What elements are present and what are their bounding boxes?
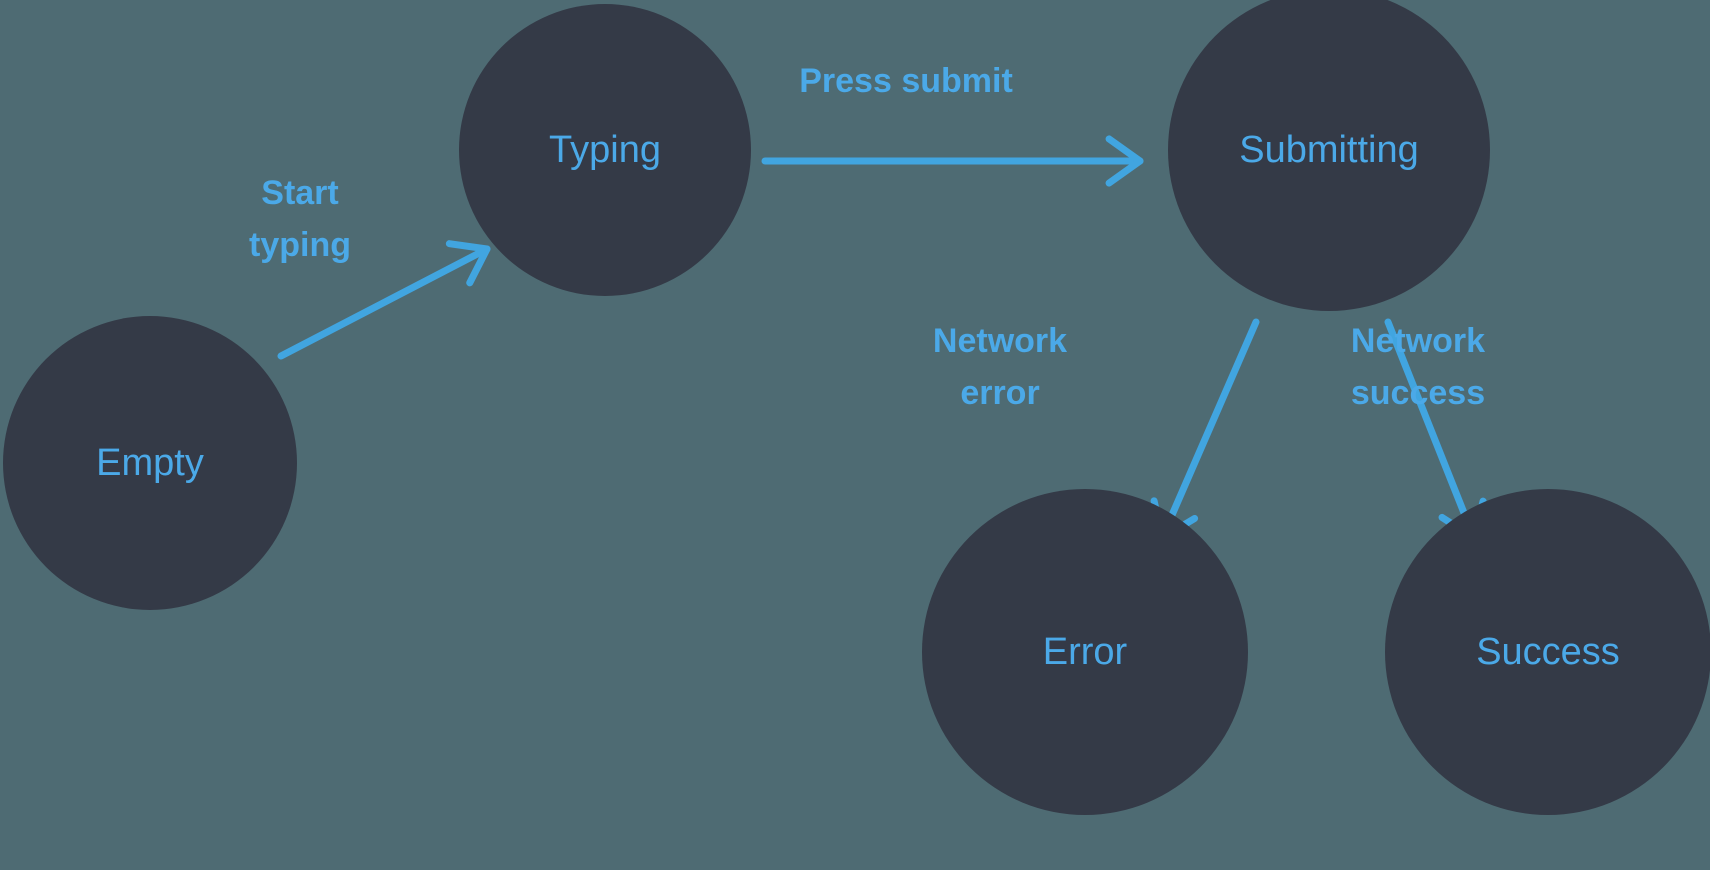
state-circle bbox=[3, 316, 297, 610]
state-label: Submitting bbox=[1239, 129, 1419, 171]
state-node-error[interactable]: Error bbox=[922, 489, 1248, 815]
transition-press-submit[interactable] bbox=[761, 135, 1144, 187]
transition-start-typing[interactable] bbox=[277, 240, 491, 360]
state-label: Success bbox=[1476, 631, 1620, 673]
state-node-empty[interactable]: Empty bbox=[3, 316, 297, 610]
state-circle bbox=[459, 4, 751, 296]
transition-line bbox=[277, 245, 491, 360]
state-label: Error bbox=[1043, 631, 1128, 673]
arrowhead-icon bbox=[1105, 135, 1144, 187]
state-node-typing[interactable]: Typing bbox=[459, 4, 751, 296]
transition-network-error[interactable] bbox=[1150, 318, 1260, 542]
arrowhead-icon bbox=[445, 240, 491, 287]
state-circle bbox=[922, 489, 1248, 815]
transition-label-press-submit: Press submit bbox=[799, 62, 1013, 100]
state-label: Empty bbox=[96, 442, 204, 484]
state-label: Typing bbox=[549, 129, 661, 171]
state-circle bbox=[1168, 0, 1490, 311]
state-circle bbox=[1385, 489, 1710, 815]
state-node-submitting[interactable]: Submitting bbox=[1168, 0, 1490, 311]
transition-line bbox=[1158, 318, 1260, 542]
transition-line bbox=[1384, 318, 1478, 542]
state-node-success[interactable]: Success bbox=[1385, 489, 1710, 815]
